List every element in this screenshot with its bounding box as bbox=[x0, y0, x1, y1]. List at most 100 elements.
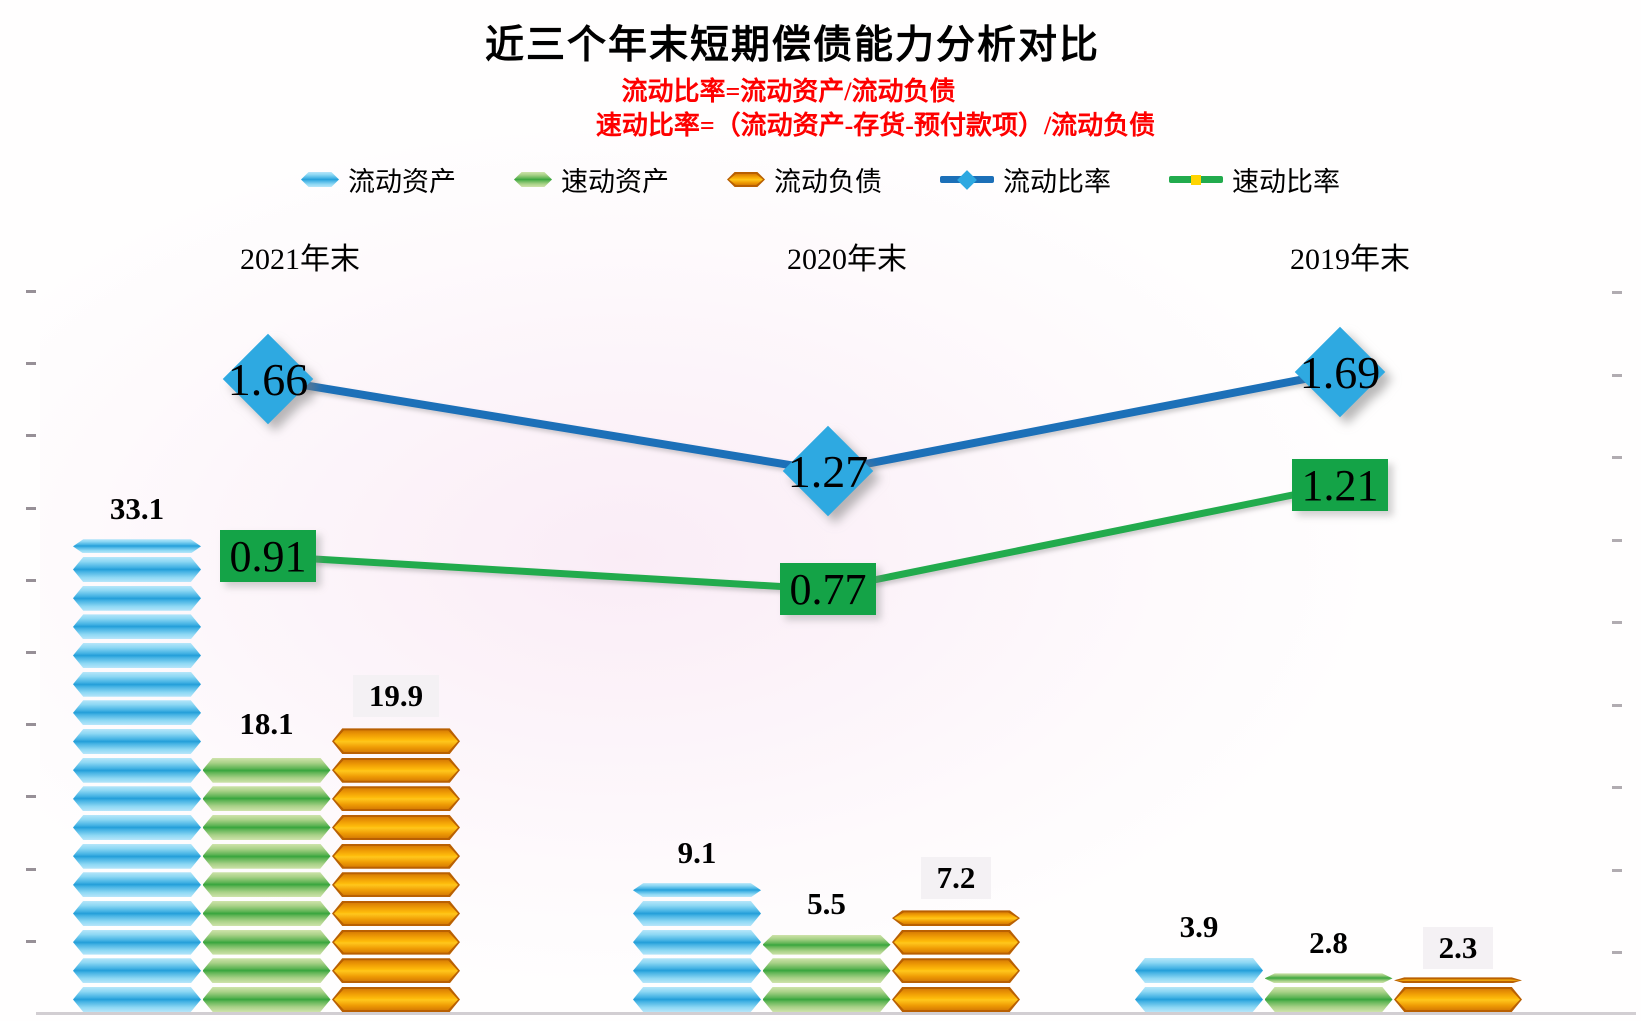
chart-title: 近三个年末短期偿债能力分析对比 bbox=[484, 24, 1100, 67]
bar-segment-partial bbox=[1135, 957, 1263, 984]
ratio-axis-tick bbox=[1612, 291, 1622, 294]
bar-segment bbox=[202, 757, 331, 783]
bar-value-current-assets-2021: 33.1 bbox=[109, 490, 165, 526]
marker-quick-ratio-2019[interactable]: 1.21 bbox=[1292, 459, 1388, 512]
bar-segment bbox=[73, 585, 201, 611]
legend-marker-current-liabilities-icon bbox=[727, 172, 765, 187]
ratio-axis-tick bbox=[1612, 621, 1622, 624]
bar-segment bbox=[202, 900, 331, 927]
bar-segment bbox=[202, 958, 331, 984]
marker-value-quick-ratio: 0.77 bbox=[789, 564, 867, 614]
bar-segment bbox=[633, 958, 761, 984]
bar-segment bbox=[202, 872, 331, 898]
bar-current-assets-2019[interactable] bbox=[1135, 956, 1263, 1012]
bar-segment bbox=[202, 929, 331, 955]
category-axis-line bbox=[36, 1012, 1636, 1015]
legend-item-current-assets[interactable]: 流动资产 bbox=[301, 160, 456, 199]
bar-segment bbox=[73, 757, 201, 783]
bar-segment bbox=[73, 929, 201, 955]
bar-segment bbox=[892, 986, 1020, 1012]
bar-segment bbox=[73, 986, 201, 1012]
formula-quick-ratio: 速动比率=（流动资产-存货-预付款项）/流动负债 bbox=[595, 111, 1156, 140]
value-axis-tick bbox=[26, 867, 36, 871]
ratio-axis-tick bbox=[1612, 786, 1622, 789]
legend-label-current-ratio: 流动比率 bbox=[1003, 167, 1111, 197]
ratio-axis-tick bbox=[1612, 456, 1622, 459]
bar-segment bbox=[73, 900, 201, 927]
legend-label-quick-assets: 速动资产 bbox=[561, 167, 669, 197]
bar-segment bbox=[73, 614, 201, 640]
value-axis-tick bbox=[26, 795, 36, 799]
legend-item-quick-assets[interactable]: 速动资产 bbox=[514, 160, 669, 199]
legend-item-quick-ratio[interactable]: 速动比率 bbox=[1169, 160, 1340, 199]
bar-value-quick-assets-2021: 18.1 bbox=[239, 705, 294, 741]
bar-current-liabilities-2019[interactable] bbox=[1394, 977, 1522, 1012]
category-label-2020: 2020年末 bbox=[787, 243, 907, 276]
bar-segment bbox=[73, 700, 201, 726]
ratio-axis-tick bbox=[1612, 373, 1622, 377]
bar-current-liabilities-2021[interactable] bbox=[332, 727, 460, 1012]
bar-value-current-assets-2019: 3.9 bbox=[1179, 909, 1219, 945]
bar-segment bbox=[73, 872, 201, 898]
bar-segment bbox=[202, 986, 331, 1012]
legend: 流动资产 速动资产 流动负债 流动比率 速动比率 bbox=[0, 160, 1641, 199]
bar-quick-assets-2020[interactable] bbox=[762, 933, 891, 1012]
bar-segment bbox=[73, 843, 201, 869]
bar-current-liabilities-2020[interactable] bbox=[892, 909, 1020, 1012]
bar-segment bbox=[332, 814, 460, 841]
marker-quick-ratio-2021[interactable]: 0.91 bbox=[220, 530, 316, 583]
bar-segment bbox=[332, 900, 460, 927]
value-axis-tick bbox=[26, 723, 36, 727]
bar-segment bbox=[332, 757, 460, 783]
bar-current-assets-2020[interactable] bbox=[633, 882, 761, 1012]
value-axis-tick bbox=[26, 651, 36, 654]
bar-current-assets-2021[interactable] bbox=[73, 538, 201, 1012]
marker-quick-ratio-2020[interactable]: 0.77 bbox=[780, 563, 876, 616]
legend-marker-current-assets-icon bbox=[301, 172, 339, 187]
marker-current-ratio-2021[interactable]: 1.66 bbox=[222, 333, 314, 425]
bar-segment bbox=[892, 929, 1020, 955]
legend-marker-quick-ratio-icon bbox=[1169, 174, 1223, 185]
legend-item-current-liabilities[interactable]: 流动负债 bbox=[727, 160, 882, 199]
bar-segment bbox=[73, 671, 201, 697]
bar-segment bbox=[633, 929, 761, 955]
legend-item-current-ratio[interactable]: 流动比率 bbox=[940, 160, 1111, 199]
bar-segment bbox=[1264, 986, 1393, 1012]
bar-segment-partial bbox=[633, 883, 761, 898]
bar-value-current-liabilities-2019: 2.3 bbox=[1358, 927, 1558, 970]
value-axis-tick bbox=[26, 578, 36, 582]
value-axis-tick bbox=[26, 290, 36, 293]
bar-segment bbox=[73, 557, 201, 583]
bar-value-quick-assets-2019: 2.8 bbox=[1309, 924, 1348, 960]
bar-segment bbox=[332, 786, 460, 812]
bar-quick-assets-2019[interactable] bbox=[1264, 972, 1393, 1012]
bar-segment-partial bbox=[332, 728, 460, 755]
ratio-axis-tick bbox=[1612, 538, 1622, 542]
legend-marker-quick-assets-icon bbox=[514, 172, 552, 187]
bar-segment bbox=[332, 843, 460, 869]
bar-segment bbox=[73, 958, 201, 984]
bar-segment bbox=[73, 786, 201, 812]
bar-segment bbox=[633, 986, 761, 1012]
marker-value-current-ratio: 1.27 bbox=[787, 445, 869, 497]
bar-segment bbox=[633, 900, 761, 927]
bar-value-quick-assets-2020: 5.5 bbox=[807, 886, 846, 922]
bar-segment-partial bbox=[73, 539, 201, 554]
bar-segment bbox=[332, 929, 460, 955]
bar-segment bbox=[332, 958, 460, 984]
bar-segment bbox=[73, 728, 201, 755]
marker-current-ratio-2019[interactable]: 1.69 bbox=[1294, 326, 1386, 418]
bar-segment bbox=[73, 642, 201, 669]
marker-value-current-ratio: 1.66 bbox=[227, 353, 309, 405]
bar-segment bbox=[202, 786, 331, 812]
marker-current-ratio-2020[interactable]: 1.27 bbox=[782, 425, 874, 517]
marker-value-quick-ratio: 1.21 bbox=[1301, 460, 1379, 510]
marker-value-current-ratio: 1.69 bbox=[1299, 346, 1381, 398]
bar-quick-assets-2021[interactable] bbox=[202, 753, 331, 1012]
category-label-2021: 2021年末 bbox=[240, 243, 360, 276]
bar-segment bbox=[762, 986, 891, 1012]
ratio-axis-tick bbox=[1612, 703, 1622, 707]
ratio-axis-tick bbox=[1612, 951, 1622, 954]
value-axis-tick bbox=[26, 939, 36, 943]
